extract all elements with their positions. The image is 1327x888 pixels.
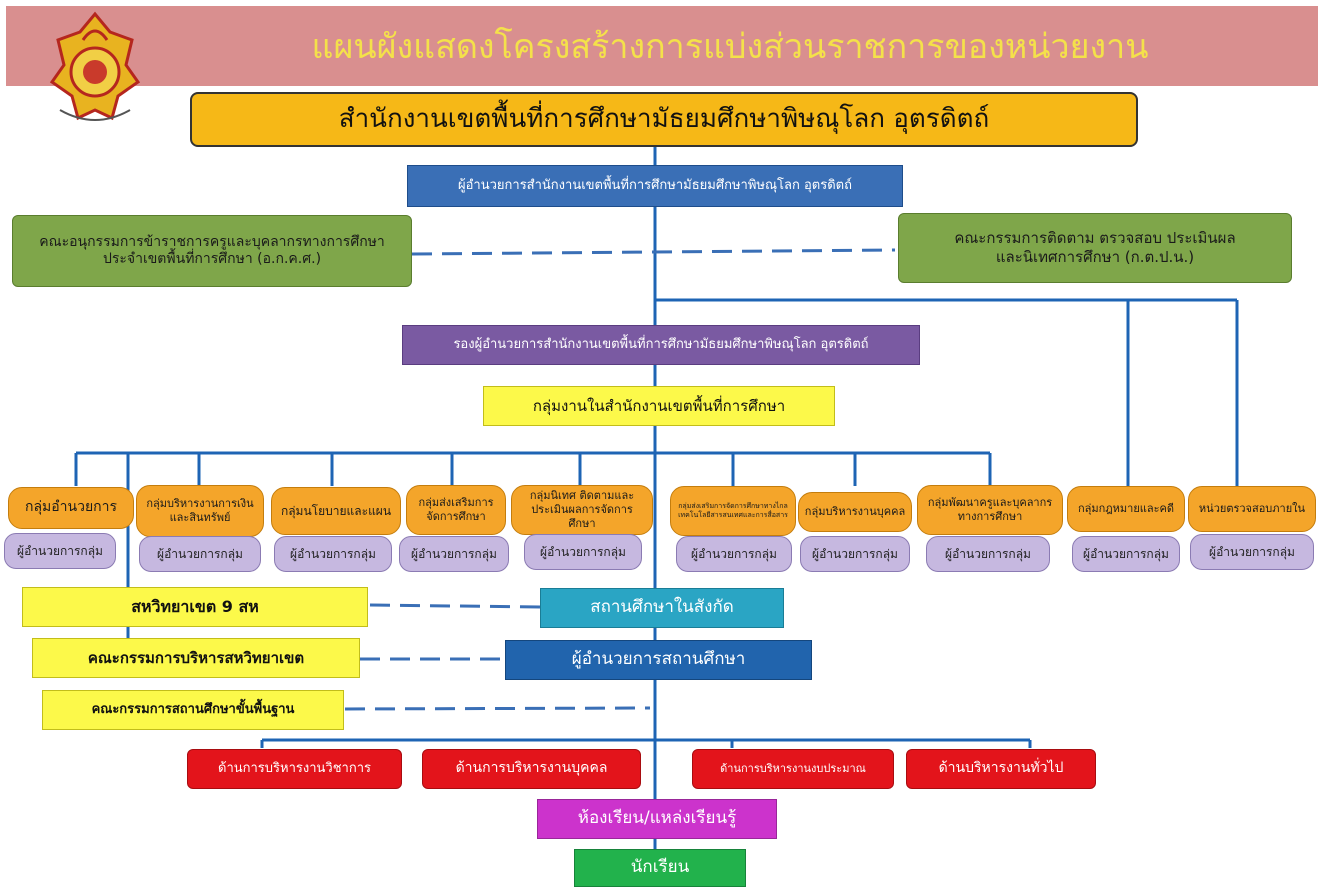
group-head-label: ผู้อำนวยการกลุ่ม: [691, 546, 777, 561]
admin-area-label: ด้านบริหารงานทั่วไป: [938, 760, 1064, 777]
group-box: กลุ่มนโยบายและแผน: [271, 487, 401, 535]
basic-school-committee-box: คณะกรรมการสถานศึกษาขั้นพื้นฐาน: [42, 690, 344, 730]
schools-label: สถานศึกษาในสังกัด: [590, 597, 734, 618]
students-box: นักเรียน: [574, 849, 746, 887]
students-label: นักเรียน: [630, 857, 690, 878]
committee-left-box: คณะอนุกรรมการข้าราชการครูและบุคลากรทางกา…: [12, 215, 412, 287]
school-director-box: ผู้อำนวยการสถานศึกษา: [505, 640, 812, 680]
group-name: หน่วยตรวจสอบภายใน: [1198, 502, 1306, 516]
group-head-box: ผู้อำนวยการกลุ่ม: [926, 536, 1050, 572]
page-title: แผนผังแสดงโครงสร้างการแบ่งส่วนราชการของห…: [311, 27, 1149, 67]
admin-area-box: ด้านบริหารงานทั่วไป: [906, 749, 1096, 789]
groups-header-label: กลุ่มงานในสำนักงานเขตพื้นที่การศึกษา: [532, 396, 786, 415]
group-name: กลุ่มนิเทศ ติดตามและประเมินผลการจัดการศึ…: [529, 489, 635, 530]
cluster-box: สหวิทยาเขต 9 สห: [22, 587, 368, 627]
group-head-box: ผู้อำนวยการกลุ่ม: [274, 536, 392, 572]
committee-right-box: คณะกรรมการติดตาม ตรวจสอบ ประเมินผล และนิ…: [898, 213, 1292, 283]
group-head-label: ผู้อำนวยการกลุ่ม: [1209, 544, 1295, 559]
director-label: ผู้อำนวยการสำนักงานเขตพื้นที่การศึกษามัธ…: [458, 177, 852, 193]
admin-area-label: ด้านการบริหารงานบุคคล: [455, 760, 608, 777]
group-head-box: ผู้อำนวยการกลุ่ม: [524, 534, 642, 570]
group-name: กลุ่มบริหารงานการเงินและสินทรัพย์: [146, 497, 254, 524]
group-head-label: ผู้อำนวยการกลุ่ม: [945, 546, 1031, 561]
group-head-box: ผู้อำนวยการกลุ่ม: [1190, 534, 1314, 570]
classroom-box: ห้องเรียน/แหล่งเรียนรู้: [537, 799, 777, 839]
cluster-committee-box: คณะกรรมการบริหารสหวิทยาเขต: [32, 638, 360, 678]
classroom-label: ห้องเรียน/แหล่งเรียนรู้: [577, 808, 737, 829]
group-box: กลุ่มนิเทศ ติดตามและประเมินผลการจัดการศึ…: [511, 485, 653, 535]
admin-area-label: ด้านการบริหารงานงบประมาณ: [720, 762, 866, 776]
group-head-box: ผู้อำนวยการกลุ่ม: [1072, 536, 1180, 572]
obec-logo: [49, 11, 141, 121]
group-box: กลุ่มอำนวยการ: [8, 487, 134, 529]
group-name: กลุ่มอำนวยการ: [24, 499, 118, 516]
group-head-label: ผู้อำนวยการกลุ่ม: [17, 543, 103, 558]
schools-box: สถานศึกษาในสังกัด: [540, 588, 784, 628]
deputy-label: รองผู้อำนวยการสำนักงานเขตพื้นที่การศึกษา…: [453, 336, 869, 352]
admin-area-box: ด้านการบริหารงานงบประมาณ: [692, 749, 894, 789]
group-box: หน่วยตรวจสอบภายใน: [1188, 486, 1316, 532]
groups-header-box: กลุ่มงานในสำนักงานเขตพื้นที่การศึกษา: [483, 386, 835, 426]
committee-right-line2: และนิเทศการศึกษา (ก.ต.ป.น.): [995, 248, 1195, 266]
basic-school-committee-label: คณะกรรมการสถานศึกษาขั้นพื้นฐาน: [91, 701, 295, 717]
office-name: สำนักงานเขตพื้นที่การศึกษามัธยมศึกษาพิษณ…: [338, 104, 990, 135]
group-box: กลุ่มส่งเสริมการจัดการศึกษาทางไกลเทคโนโล…: [670, 486, 796, 536]
group-head-label: ผู้อำนวยการกลุ่ม: [290, 546, 376, 561]
deputy-box: รองผู้อำนวยการสำนักงานเขตพื้นที่การศึกษา…: [402, 325, 920, 365]
admin-area-box: ด้านการบริหารงานวิชาการ: [187, 749, 402, 789]
group-head-label: ผู้อำนวยการกลุ่ม: [540, 544, 626, 559]
cluster-committee-label: คณะกรรมการบริหารสหวิทยาเขต: [87, 648, 305, 667]
group-name: กลุ่มนโยบายและแผน: [280, 503, 392, 518]
group-head-label: ผู้อำนวยการกลุ่ม: [157, 546, 243, 561]
group-box: กลุ่มบริหารงานบุคคล: [798, 492, 912, 532]
group-box: กลุ่มส่งเสริมการจัดการศึกษา: [406, 485, 506, 535]
group-head-box: ผู้อำนวยการกลุ่ม: [4, 533, 116, 569]
admin-area-box: ด้านการบริหารงานบุคคล: [422, 749, 641, 789]
group-name: กลุ่มส่งเสริมการจัดการศึกษา: [418, 496, 494, 523]
school-director-label: ผู้อำนวยการสถานศึกษา: [571, 649, 746, 670]
group-head-box: ผู้อำนวยการกลุ่ม: [800, 536, 910, 572]
director-box: ผู้อำนวยการสำนักงานเขตพื้นที่การศึกษามัธ…: [407, 165, 903, 207]
group-name: กลุ่มบริหารงานบุคคล: [804, 505, 906, 519]
cluster-label: สหวิทยาเขต 9 สห: [131, 597, 259, 616]
committee-left-line1: คณะอนุกรรมการข้าราชการครูและบุคลากรทางกา…: [39, 233, 385, 250]
group-box: กลุ่มกฎหมายและคดี: [1067, 486, 1185, 532]
group-head-box: ผู้อำนวยการกลุ่ม: [399, 536, 509, 572]
group-head-label: ผู้อำนวยการกลุ่ม: [411, 546, 497, 561]
group-name: กลุ่มส่งเสริมการจัดการศึกษาทางไกลเทคโนโล…: [678, 502, 788, 519]
group-box: กลุ่มพัฒนาครูและบุคลากรทางการศึกษา: [917, 485, 1063, 535]
committee-right-line1: คณะกรรมการติดตาม ตรวจสอบ ประเมินผล: [954, 229, 1236, 248]
group-head-box: ผู้อำนวยการกลุ่ม: [676, 536, 792, 572]
group-box: กลุ่มบริหารงานการเงินและสินทรัพย์: [136, 485, 264, 537]
group-head-label: ผู้อำนวยการกลุ่ม: [812, 546, 898, 561]
committee-left-line2: ประจำเขตพื้นที่การศึกษา (อ.ก.ค.ศ.): [102, 251, 322, 267]
title-banner: [6, 6, 1318, 86]
group-head-label: ผู้อำนวยการกลุ่ม: [1083, 546, 1169, 561]
admin-area-label: ด้านการบริหารงานวิชาการ: [218, 760, 371, 776]
group-name: กลุ่มพัฒนาครูและบุคลากรทางการศึกษา: [927, 496, 1053, 523]
group-head-box: ผู้อำนวยการกลุ่ม: [139, 536, 261, 572]
office-box: สำนักงานเขตพื้นที่การศึกษามัธยมศึกษาพิษณ…: [190, 92, 1138, 147]
group-name: กลุ่มกฎหมายและคดี: [1077, 502, 1175, 516]
